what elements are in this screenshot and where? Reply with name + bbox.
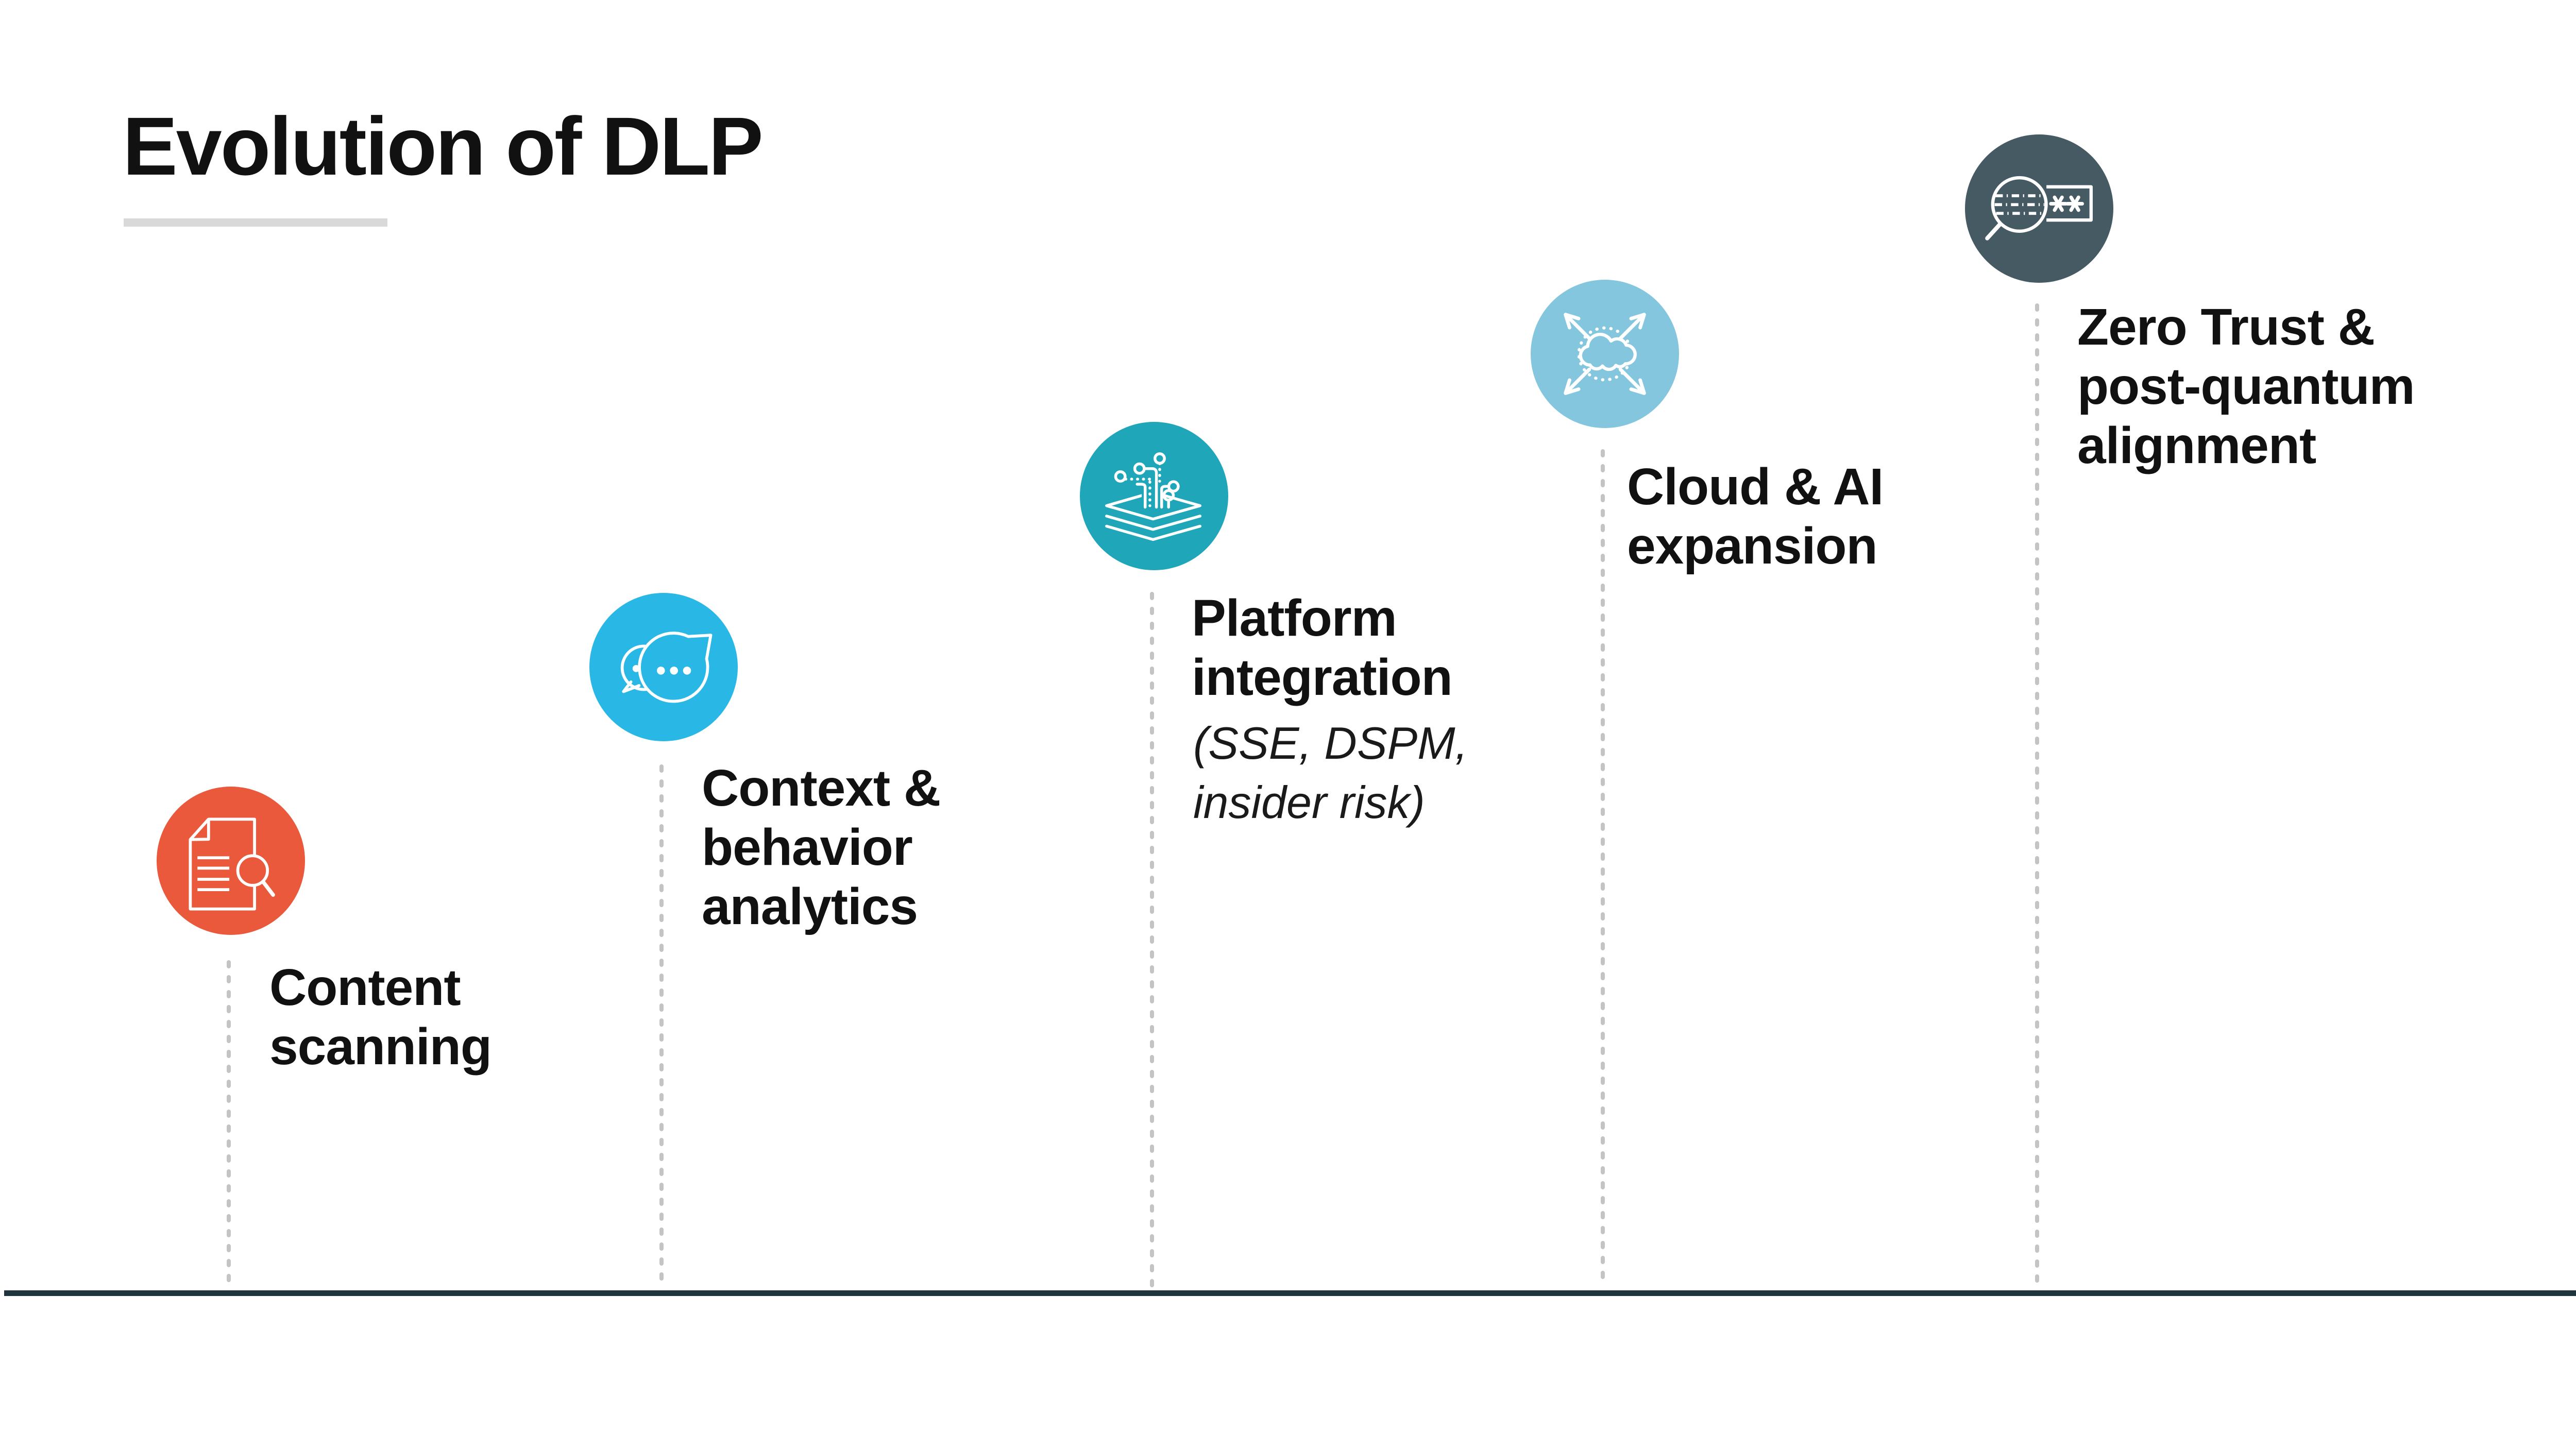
dotted-drop-line <box>1601 449 1605 1289</box>
milestone-sublabel-platform-integration: (SSE, DSPM, insider risk) <box>1193 718 1468 828</box>
milestone-label-context-behavior: Context & behavior analytics <box>702 759 941 935</box>
milestone-circle-context-behavior <box>589 593 738 741</box>
dotted-drop-line <box>2035 303 2039 1289</box>
chat-bubbles-icon <box>620 632 713 703</box>
dotted-drop-line <box>227 960 231 1289</box>
milestone-circle-platform-integration <box>1080 422 1228 570</box>
milestone-circle-cloud-ai <box>1531 280 1679 428</box>
milestone-label-content-scanning: Content scanning <box>269 959 492 1076</box>
milestone-circle-content-scanning <box>157 787 305 935</box>
milestone-label-platform-integration: Platform integration <box>1192 589 1453 706</box>
cloud-expansion-icon <box>1564 313 1646 395</box>
title-underline-rule <box>124 218 387 227</box>
dotted-drop-line <box>659 764 664 1289</box>
page-title: Evolution of DLP <box>123 100 764 192</box>
password-scan-icon <box>1985 176 2093 241</box>
layers-circuit-icon <box>1105 452 1202 541</box>
dotted-drop-line <box>1150 592 1154 1289</box>
timeline-baseline <box>4 1290 2576 1296</box>
document-scan-icon <box>189 817 275 911</box>
milestone-circle-zero-trust <box>1965 134 2113 283</box>
milestone-label-zero-trust: Zero Trust & post-quantum alignment <box>2077 298 2415 474</box>
milestone-label-cloud-ai: Cloud & AI expansion <box>1627 458 1884 575</box>
